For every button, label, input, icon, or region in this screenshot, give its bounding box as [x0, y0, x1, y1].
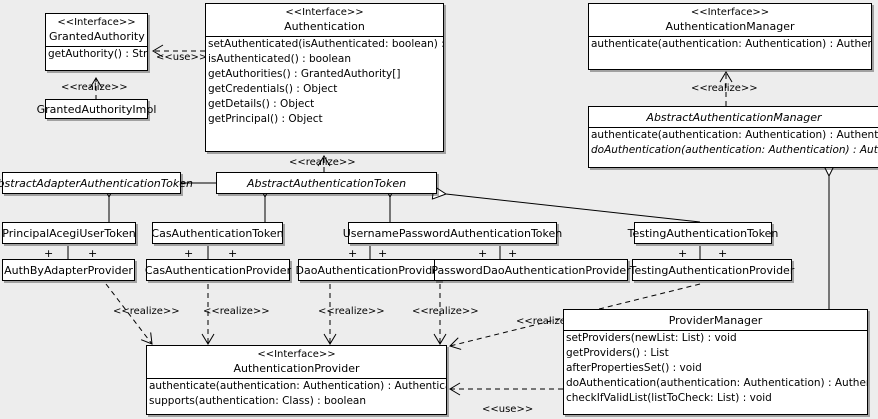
class-member: doAuthentication(authentication: Authent… — [591, 144, 878, 156]
class-member: doAuthentication(authentication: Authent… — [566, 377, 867, 389]
class-name-label: PrincipalAcegiUserToken — [2, 226, 136, 240]
class-members-authentication: setAuthenticated(isAuthenticated: boolea… — [206, 37, 443, 127]
stereotype-label: <<Interface>> — [57, 17, 136, 28]
relationship-label-realize-daoauthenticationprovider: <<realize>> — [318, 306, 385, 317]
class-box-username-password-authentication-token[interactable]: UsernamePasswordAuthenticationToken — [343, 222, 562, 244]
class-divider — [147, 378, 446, 379]
class-header-authentication-provider: <<Interface>> AuthenticationProvider — [147, 346, 446, 378]
multiplicity-marker: + — [184, 247, 194, 260]
generalization-testingauthenticationtoken-to-abstracttoken — [446, 194, 701, 223]
relationship-label-realize-authbyadapterprovider: <<realize>> — [113, 306, 180, 317]
class-name-label: CasAuthenticationToken — [151, 226, 284, 240]
class-member: isAuthenticated() : boolean — [208, 53, 351, 65]
class-name-label: AbstractAuthenticationToken — [246, 176, 407, 190]
multiplicity-marker: + — [508, 247, 518, 260]
class-name-label: AuthenticationProvider — [233, 362, 360, 375]
class-header-authentication-manager: <<Interface>> AuthenticationManager — [589, 4, 871, 36]
class-box-testing-authentication-provider[interactable]: TestingAuthenticationProvider — [630, 259, 794, 281]
relationship-label-realize-testingauthenticationprovider: <<realize>> — [516, 316, 583, 327]
class-member: getDetails() : Object — [208, 98, 315, 110]
class-name-label: TestingAuthenticationProvider — [629, 263, 795, 277]
class-divider — [46, 46, 147, 47]
class-name-label: TestingAuthenticationToken — [627, 226, 779, 240]
class-divider — [589, 36, 871, 37]
class-name-label: DaoAuthenticationProvider — [295, 263, 444, 277]
class-members-abstract-authentication-manager: authenticate(authentication: Authenticat… — [589, 128, 878, 158]
class-header-authentication: <<Interface>> Authentication — [206, 4, 443, 36]
class-box-authentication-manager[interactable]: <<Interface>> AuthenticationManager auth… — [588, 3, 872, 70]
class-name-label: CasAuthenticationProvider — [144, 263, 292, 277]
class-member: setProviders(newList: List) : void — [566, 332, 737, 344]
multiplicity-marker: + — [678, 247, 688, 260]
class-name-label: Authentication — [284, 20, 365, 33]
stereotype-label: <<Interface>> — [257, 349, 336, 360]
class-member: getProviders() : List — [566, 347, 669, 359]
class-box-testing-authentication-token[interactable]: TestingAuthenticationToken — [628, 222, 778, 244]
class-member: supports(authentication: Class) : boolea… — [149, 395, 366, 407]
class-member: setAuthenticated(isAuthenticated: boolea… — [208, 38, 443, 50]
relationship-label-realize-casauthenticationprovider: <<realize>> — [203, 306, 270, 317]
class-box-authentication[interactable]: <<Interface>> Authentication setAuthenti… — [205, 3, 444, 152]
class-name-label: AbstractAuthenticationManager — [646, 111, 822, 124]
class-divider — [589, 127, 878, 128]
class-members-granted-authority: getAuthority() : String — [46, 47, 147, 62]
class-member: getAuthorities() : GrantedAuthority[] — [208, 68, 401, 80]
relationship-label-use-providermanager: <<use>> — [482, 404, 534, 415]
relationship-label-realize-passworddaoauthenticationprovider: <<realize>> — [412, 306, 479, 317]
class-divider — [206, 36, 443, 37]
class-name-label: AuthByAdapterProvider — [4, 263, 133, 277]
relationship-label-use-authentication-grantedauthority: <<use>> — [156, 52, 208, 63]
multiplicity-marker: + — [44, 247, 54, 260]
class-name-label: ProviderManager — [668, 314, 763, 327]
class-header-abstract-authentication-manager: AbstractAuthenticationManager — [589, 107, 878, 127]
class-header-provider-manager: ProviderManager — [564, 310, 867, 330]
multiplicity-marker: + — [718, 247, 728, 260]
class-members-provider-manager: setProviders(newList: List) : void getPr… — [564, 331, 867, 406]
class-box-auth-by-adapter-provider[interactable]: AuthByAdapterProvider — [2, 259, 135, 281]
class-member: getAuthority() : String — [48, 48, 147, 60]
class-box-abstract-authentication-token[interactable]: AbstractAuthenticationToken — [216, 172, 437, 194]
class-name-label: AbstractAdapterAuthenticationToken — [0, 176, 193, 190]
relationship-label-realize-abstractauthenticationmanager: <<realize>> — [691, 83, 758, 94]
class-box-granted-authority-impl[interactable]: GrantedAuthorityImpl — [37, 99, 156, 119]
class-name-label: UsernamePasswordAuthenticationToken — [342, 226, 563, 240]
class-member: getPrincipal() : Object — [208, 113, 323, 125]
class-name-label: GrantedAuthorityImpl — [36, 102, 157, 116]
multiplicity-marker: + — [228, 247, 238, 260]
multiplicity-marker: + — [348, 247, 358, 260]
class-box-provider-manager[interactable]: ProviderManager setProviders(newList: Li… — [563, 309, 868, 415]
class-member: checkIfValidList(listToCheck: List) : vo… — [566, 392, 772, 404]
class-name-label: AuthenticationManager — [665, 20, 795, 33]
class-box-granted-authority[interactable]: <<Interface>> GrantedAuthority getAuthor… — [45, 13, 148, 71]
class-box-password-dao-authentication-provider[interactable]: PasswordDaoAuthenticationProvider — [431, 259, 631, 281]
realization-authbyadapterprovider-to-authenticationprovider — [105, 283, 153, 345]
stereotype-label: <<Interface>> — [690, 7, 770, 18]
class-header-granted-authority: <<Interface>> GrantedAuthority — [46, 14, 147, 46]
class-member: authenticate(authentication: Authenticat… — [591, 38, 871, 50]
class-member: afterPropertiesSet() : void — [566, 362, 702, 374]
relationship-label-realize-grantedauthorityimpl: <<realize>> — [61, 82, 128, 93]
class-box-cas-authentication-provider[interactable]: CasAuthenticationProvider — [145, 259, 291, 281]
class-box-abstract-adapter-authentication-token[interactable]: AbstractAdapterAuthenticationToken — [0, 172, 193, 194]
class-divider — [564, 330, 867, 331]
class-name-label: PasswordDaoAuthenticationProvider — [431, 263, 631, 277]
multiplicity-marker: + — [88, 247, 98, 260]
stereotype-label: <<Interface>> — [285, 7, 364, 18]
class-member: authenticate(authentication: Authenticat… — [591, 129, 878, 141]
class-members-authentication-manager: authenticate(authentication: Authenticat… — [589, 37, 871, 52]
relationship-label-realize-abstractauthenticationtoken: <<realize>> — [289, 157, 356, 168]
class-member: getCredentials() : Object — [208, 83, 338, 95]
multiplicity-marker: + — [378, 247, 388, 260]
class-box-cas-authentication-token[interactable]: CasAuthenticationToken — [151, 222, 284, 244]
multiplicity-marker: + — [478, 247, 488, 260]
class-member: authenticate(authentication: Authenticat… — [149, 380, 446, 392]
class-name-label: GrantedAuthority — [49, 30, 145, 43]
class-members-authentication-provider: authenticate(authentication: Authenticat… — [147, 379, 446, 409]
class-box-principal-acegi-user-token[interactable]: PrincipalAcegiUserToken — [2, 222, 136, 244]
class-box-authentication-provider[interactable]: <<Interface>> AuthenticationProvider aut… — [146, 345, 447, 415]
class-box-dao-authentication-provider[interactable]: DaoAuthenticationProvider — [296, 259, 444, 281]
class-box-abstract-authentication-manager[interactable]: AbstractAuthenticationManager authentica… — [588, 106, 878, 168]
